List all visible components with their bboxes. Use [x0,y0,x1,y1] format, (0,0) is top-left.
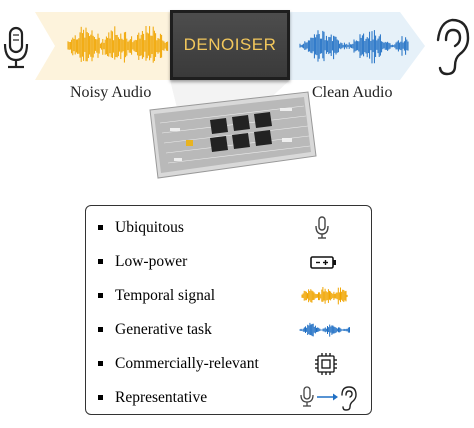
ear-icon [341,386,357,411]
ear-icon [436,18,470,76]
feature-label: Commercially-relevant [115,355,259,372]
clean-audio-label: Clean Audio [312,84,393,101]
feature-label: Temporal signal [115,287,216,304]
microphone-to-ear-icon [300,386,357,411]
chip-image [149,91,317,179]
battery-icon [310,256,336,269]
bullet [98,259,103,264]
list-item: Generative task [86,314,371,348]
arrow-right-icon [317,393,338,401]
list-item: Commercially-relevant [86,348,371,382]
list-item: Representative [86,382,371,416]
list-item: Ubiquitous [86,212,371,246]
audio-denoising-pipeline: DENOISER Noisy Audio Clean Audio [0,0,474,108]
denoiser-block: DENOISER [170,10,290,80]
feature-label: Representative [115,389,208,406]
microphone-icon [315,216,329,239]
bullet [98,327,103,332]
bullet [98,293,103,298]
noisy-waveform [67,25,169,63]
list-item: Temporal signal [86,280,371,314]
microphone-icon [300,386,314,407]
bullet [98,361,103,366]
clean-waveform-icon [299,322,350,337]
bullet [98,225,103,230]
feature-label: Ubiquitous [115,219,184,236]
denoiser-label: DENOISER [183,35,277,54]
feature-label: Low-power [115,253,188,270]
clean-waveform [299,30,409,64]
noisy-waveform-icon [301,287,348,305]
chip-icon [315,353,337,375]
feature-label: Generative task [115,321,212,338]
feature-list: Ubiquitous Low-power Temporal signal Gen… [85,205,372,415]
list-item: Low-power [86,246,371,280]
microphone-icon [3,26,29,69]
bullet [98,395,103,400]
pipeline-graphic [3,12,470,108]
noisy-audio-label: Noisy Audio [70,84,152,101]
